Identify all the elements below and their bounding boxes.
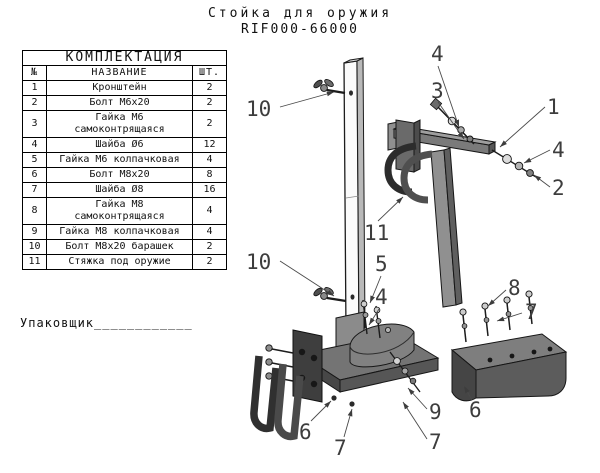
callout-9: 9 <box>407 387 442 424</box>
callout-4-base: 4 <box>368 285 388 326</box>
callout-7-base-right: 7 <box>402 401 442 454</box>
table-row: 11 Стяжка под оружие 2 <box>22 254 227 270</box>
support-tube <box>430 147 463 308</box>
callout-label: 10 <box>246 97 271 121</box>
base-top-hardware <box>360 299 391 339</box>
callout-10-top: 10 <box>246 91 335 121</box>
callout-10-bottom: 10 <box>246 250 335 297</box>
callout-label: 10 <box>246 250 271 274</box>
callout-8: 8 <box>487 276 521 307</box>
callout-label: 4 <box>375 285 388 309</box>
part-number-cell: 8 <box>22 197 47 225</box>
callout-label: 2 <box>552 176 565 200</box>
corner-bracket <box>450 333 568 402</box>
callout-label: 7 <box>429 430 442 454</box>
table-row: 10 Болт М8х20 барашек 2 <box>22 239 227 255</box>
callout-3: 3 <box>431 79 465 140</box>
callout-label: 3 <box>431 79 444 103</box>
table-header-row: № НАЗВАНИЕ ШТ. <box>22 65 227 81</box>
wing-bolt-bottom <box>313 287 347 303</box>
part-qty-cell: 2 <box>192 254 227 270</box>
drawing-number: RIF000-66000 <box>241 22 359 37</box>
callout-11: 11 <box>364 196 404 245</box>
part-number-cell: 11 <box>22 254 47 270</box>
callout-label: 6 <box>469 398 482 422</box>
callout-label: 11 <box>364 221 389 245</box>
callout-label: 1 <box>547 95 560 119</box>
weapon-clamp-2 <box>400 150 433 204</box>
vertical-post <box>343 57 366 334</box>
callout-6-bracket: 6 <box>463 385 482 422</box>
table-row: 5 Гайка М6 колпачковая 4 <box>22 152 227 168</box>
callout-1: 1 <box>499 95 560 148</box>
weapon-clamp-1 <box>384 142 417 196</box>
callout-label: 9 <box>429 400 442 424</box>
u-bolt-2 <box>274 363 304 441</box>
wing-bolt-top <box>313 79 346 95</box>
base-assembly <box>292 311 440 407</box>
callout-7-base: 7 <box>334 408 353 460</box>
title-block: Стойка для оружия RIF000-66000 <box>0 6 600 37</box>
callout-label: 6 <box>299 420 312 444</box>
part-name-cell: Гайка М6 самоконтрящаяся <box>46 110 193 138</box>
packer-signature-line: Упаковщик____________ <box>20 316 193 330</box>
callout-label: 7 <box>334 436 347 460</box>
callout-label: 4 <box>431 42 444 66</box>
callout-4-top: 4 <box>431 42 460 128</box>
table-row: 6 Болт М8х20 8 <box>22 167 227 183</box>
callout-label: 5 <box>375 252 388 276</box>
callout-5: 5 <box>369 252 388 304</box>
table-row: 7 Шайба Ø8 16 <box>22 182 227 198</box>
right-axle-hardware <box>491 149 537 178</box>
parts-table: КОМПЛЕКТАЦИЯ № НАЗВАНИЕ ШТ. 1 Кронштейн … <box>22 50 227 270</box>
callout-label: 7 <box>525 300 538 324</box>
part-qty-cell: 2 <box>192 110 227 138</box>
drawing-title: Стойка для оружия <box>207 6 393 21</box>
callout-label: 4 <box>552 138 565 162</box>
callout-2: 2 <box>533 174 565 200</box>
callouts: 10 4 3 1 4 2 1 <box>246 42 565 460</box>
bracket-bolts <box>459 290 534 343</box>
callout-7-bracket: 7 <box>496 300 538 324</box>
callout-label: 8 <box>508 276 521 300</box>
table-row: 1 Кронштейн 2 <box>22 80 227 96</box>
callout-4-right: 4 <box>523 138 565 164</box>
base-right-hardware <box>389 351 421 393</box>
callout-6-base: 6 <box>299 400 332 444</box>
u-bolt-1 <box>250 355 280 433</box>
